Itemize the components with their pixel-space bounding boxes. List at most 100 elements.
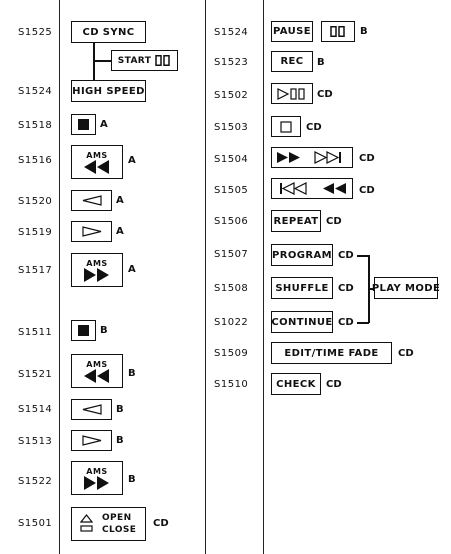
deck-label: CD bbox=[306, 122, 322, 133]
column-divider-3 bbox=[263, 0, 264, 554]
play-button-a[interactable] bbox=[71, 221, 112, 242]
close-label: CLOSE bbox=[102, 525, 137, 535]
cd-sync-label: CD SYNC bbox=[82, 26, 135, 38]
play-icon bbox=[81, 226, 101, 237]
deck-label: A bbox=[128, 155, 136, 166]
start-button[interactable]: START bbox=[111, 50, 178, 71]
fast-rewind-icon bbox=[84, 159, 109, 174]
switch-code: S1508 bbox=[214, 283, 249, 294]
repeat-button[interactable]: REPEAT bbox=[271, 210, 321, 232]
connector-line bbox=[93, 43, 95, 80]
switch-code: S1511 bbox=[18, 327, 53, 338]
deck-label: CD bbox=[359, 185, 375, 196]
switch-code: S1505 bbox=[214, 185, 249, 196]
switch-code: S1507 bbox=[214, 249, 249, 260]
open-close-button[interactable]: OPEN CLOSE bbox=[71, 507, 146, 541]
ams-label: AMS bbox=[86, 466, 108, 476]
pause-bars-icon bbox=[155, 55, 171, 66]
switch-code: S1520 bbox=[18, 196, 53, 207]
deck-label: CD bbox=[317, 89, 333, 100]
ams-forward-button-a[interactable]: AMS bbox=[71, 253, 123, 287]
open-label: OPEN bbox=[102, 513, 132, 523]
deck-label: B bbox=[360, 26, 368, 37]
switch-code: S1501 bbox=[18, 518, 53, 529]
deck-label: CD bbox=[338, 317, 354, 328]
reverse-play-button-a[interactable] bbox=[71, 190, 112, 211]
switch-code: S1509 bbox=[214, 348, 249, 359]
cd-prev-rewind-button[interactable] bbox=[271, 178, 353, 199]
play-button-b[interactable] bbox=[71, 430, 112, 451]
deck-label: B bbox=[116, 404, 124, 415]
switch-code: S1522 bbox=[18, 476, 53, 487]
deck-label: CD bbox=[338, 283, 354, 294]
cd-play-pause-button[interactable] bbox=[271, 83, 313, 104]
fast-forward-icon bbox=[84, 475, 109, 490]
deck-label: CD bbox=[338, 250, 354, 261]
reverse-play-icon bbox=[82, 404, 102, 415]
high-speed-label: HIGH SPEED bbox=[72, 85, 145, 97]
switch-code: S1525 bbox=[18, 27, 53, 38]
deck-label: B bbox=[116, 435, 124, 446]
ams-rewind-button-a[interactable]: AMS bbox=[71, 145, 123, 179]
bracket-line bbox=[357, 322, 369, 324]
play-icon bbox=[81, 435, 101, 446]
continue-label: CONTINUE bbox=[271, 316, 333, 328]
switch-code: S1524 bbox=[214, 27, 249, 38]
deck-label: A bbox=[128, 264, 136, 275]
fast-forward-icon bbox=[84, 267, 109, 282]
ams-forward-button-b[interactable]: AMS bbox=[71, 461, 123, 495]
stop-button-a[interactable] bbox=[71, 114, 96, 135]
fast-rewind-icon bbox=[84, 368, 109, 383]
reverse-play-icon bbox=[82, 195, 102, 206]
deck-label: CD bbox=[326, 379, 342, 390]
play-mode-label: PLAY MODE bbox=[371, 282, 441, 294]
switch-code: S1524 bbox=[18, 86, 53, 97]
edit-time-fade-button[interactable]: EDIT/TIME FADE bbox=[271, 342, 392, 364]
ams-label: AMS bbox=[86, 258, 108, 268]
check-button[interactable]: CHECK bbox=[271, 373, 321, 395]
switch-code: S1518 bbox=[18, 120, 53, 131]
bracket-line bbox=[368, 288, 374, 290]
column-divider-2 bbox=[205, 0, 206, 554]
rec-button[interactable]: REC bbox=[271, 51, 313, 72]
deck-label: CD bbox=[359, 153, 375, 164]
switch-code: S1523 bbox=[214, 57, 249, 68]
pause-icon-button[interactable] bbox=[321, 21, 355, 42]
deck-label: B bbox=[317, 57, 325, 68]
play-mode-button[interactable]: PLAY MODE bbox=[371, 277, 441, 299]
deck-label: B bbox=[128, 474, 136, 485]
stop-icon bbox=[78, 119, 89, 130]
program-button[interactable]: PROGRAM bbox=[271, 244, 333, 266]
switch-code: S1022 bbox=[214, 317, 249, 328]
cd-ffwd-next-button[interactable] bbox=[271, 147, 353, 168]
deck-label: CD bbox=[398, 348, 414, 359]
stop-icon bbox=[280, 120, 292, 133]
shuffle-button[interactable]: SHUFFLE bbox=[271, 277, 333, 299]
continue-button[interactable]: CONTINUE bbox=[271, 311, 333, 333]
cd-sync-button[interactable]: CD SYNC bbox=[71, 21, 146, 43]
stop-button-b[interactable] bbox=[71, 320, 96, 341]
start-label: START bbox=[117, 55, 152, 66]
switch-code: S1521 bbox=[18, 369, 53, 380]
high-speed-button[interactable]: HIGH SPEED bbox=[71, 80, 146, 102]
switch-code: S1516 bbox=[18, 155, 53, 166]
switch-code: S1510 bbox=[214, 379, 249, 390]
bracket-line bbox=[357, 255, 369, 257]
switch-code: S1519 bbox=[18, 227, 53, 238]
switch-code: S1517 bbox=[18, 265, 53, 276]
eject-icon bbox=[80, 514, 93, 532]
ams-rewind-button-b[interactable]: AMS bbox=[71, 354, 123, 388]
deck-label: A bbox=[116, 195, 124, 206]
check-label: CHECK bbox=[276, 378, 316, 390]
cd-stop-button[interactable] bbox=[271, 116, 301, 137]
reverse-play-button-b[interactable] bbox=[71, 399, 112, 420]
stop-icon bbox=[78, 325, 89, 336]
deck-label: A bbox=[100, 119, 108, 130]
deck-label: A bbox=[116, 226, 124, 237]
open-close-text: OPEN CLOSE bbox=[102, 512, 136, 536]
deck-label: B bbox=[128, 368, 136, 379]
pause-button[interactable]: PAUSE bbox=[271, 21, 313, 42]
deck-label: B bbox=[100, 325, 108, 336]
switch-code: S1506 bbox=[214, 216, 249, 227]
prev-rewind-icon bbox=[280, 182, 346, 195]
